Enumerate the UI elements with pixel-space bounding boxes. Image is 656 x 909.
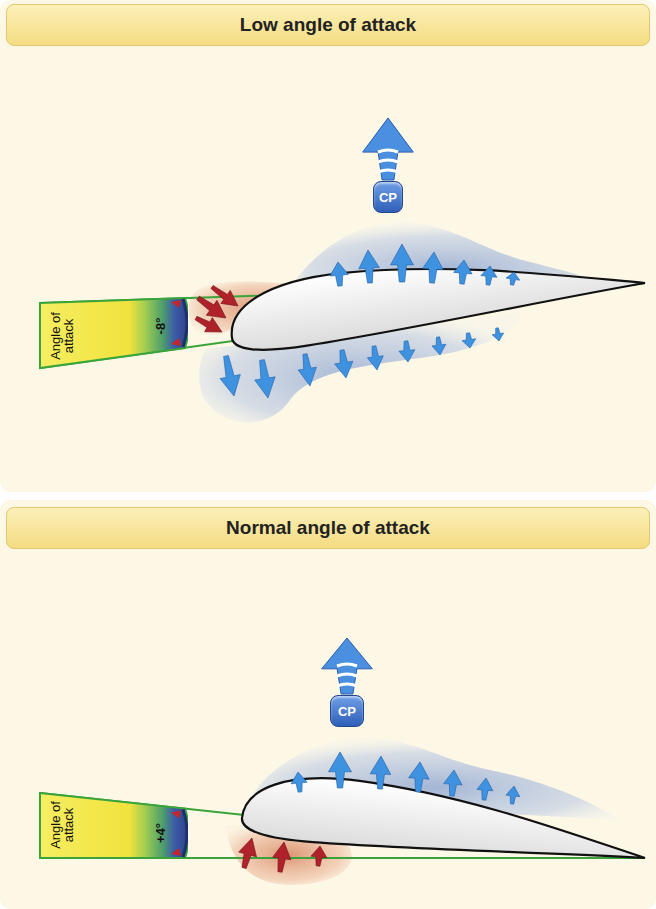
gauge-tick — [171, 338, 181, 346]
pressure-arrow — [239, 838, 257, 869]
suction-arrow — [367, 346, 383, 370]
airfoil — [240, 770, 650, 876]
angle-label: Angle of attack — [49, 801, 75, 849]
gauge-arc — [183, 299, 187, 347]
suction-arrow — [329, 752, 352, 788]
angle-of-attack-gauge: Angle of attack -8° — [38, 296, 188, 372]
suction-arrow — [454, 260, 472, 284]
center-of-pressure-box: CP — [373, 181, 403, 213]
suction-arrow — [220, 356, 240, 397]
lift-arrow — [363, 118, 414, 180]
angle-value: +4° — [154, 823, 167, 843]
panel-ground — [0, 500, 656, 909]
pressure-arrow — [197, 296, 226, 318]
lift-arrow — [322, 638, 373, 694]
lift-arrow-stripe — [337, 674, 357, 676]
gauge-tick — [171, 300, 181, 308]
suction-arrow — [506, 786, 520, 804]
pressure-arrow — [211, 286, 238, 307]
suction-arrow — [359, 250, 380, 283]
suction-arrow — [409, 762, 430, 792]
panel-title: Low angle of attack — [240, 14, 416, 36]
angle-label: Angle of attack — [49, 312, 75, 360]
suction-arrow — [399, 341, 415, 362]
lift-arrow-stripe — [378, 150, 398, 152]
suction-arrow — [335, 350, 353, 378]
suction-arrow — [330, 262, 348, 286]
suction-arrow — [370, 756, 391, 789]
angle-of-attack-gauge: Angle of attack +4° — [38, 790, 188, 860]
pressure-arrow — [273, 842, 291, 872]
lift-arrow-stripe — [378, 160, 398, 162]
cp-label: CP — [379, 190, 397, 205]
suction-arrow — [477, 778, 493, 800]
panel-title-band: Normal angle of attack — [6, 507, 650, 549]
gauge-wedge-fill — [40, 298, 188, 368]
lift-arrow-stripe — [337, 664, 357, 666]
gauge-tick — [171, 848, 181, 856]
suction-arrow — [462, 333, 476, 348]
suction-arrow — [391, 244, 414, 282]
gauge-tick — [171, 811, 181, 819]
pressure-arrow — [195, 316, 222, 332]
suction-arrow — [492, 328, 503, 341]
gauge-wedge-fill — [40, 793, 188, 858]
airfoil — [225, 233, 647, 355]
panel-ground — [0, 0, 656, 492]
pressure-arrow — [311, 846, 327, 866]
suction-arrow — [291, 772, 307, 792]
suction-arrow — [481, 266, 497, 285]
angle-value: -8° — [154, 318, 167, 335]
suction-arrow — [432, 337, 446, 355]
panel-title: Normal angle of attack — [226, 517, 430, 539]
suction-arrow — [298, 354, 316, 386]
suction-arrow — [506, 272, 520, 285]
suction-arrow — [423, 252, 444, 283]
panel-title-band: Low angle of attack — [6, 4, 650, 46]
cp-label: CP — [338, 704, 356, 719]
center-of-pressure-box: CP — [330, 695, 364, 727]
lift-arrow-stripe — [378, 170, 398, 172]
suction-arrow — [444, 770, 462, 796]
gauge-arc — [183, 810, 187, 857]
lift-arrow-stripe — [337, 684, 357, 686]
suction-arrow — [255, 360, 275, 398]
